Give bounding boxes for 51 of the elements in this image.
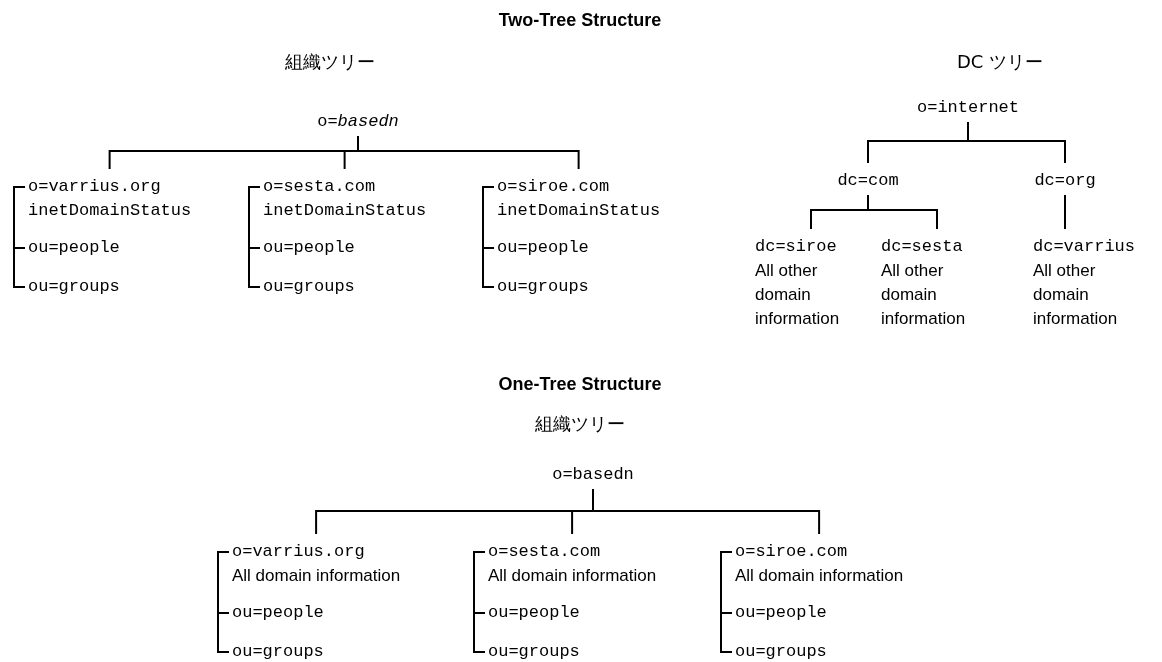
tree-connector bbox=[482, 186, 495, 288]
tree-connector bbox=[217, 551, 230, 653]
entry-label: dc=sesta bbox=[881, 236, 964, 258]
description-text: All domain information bbox=[735, 565, 904, 587]
attribute-label: inetDomainStatus bbox=[263, 200, 427, 222]
description-text: All domain information bbox=[232, 565, 401, 587]
entry-label: ou=people bbox=[263, 236, 355, 260]
entry-label: o=basedn bbox=[317, 110, 399, 134]
tree-connector bbox=[13, 186, 26, 288]
attribute-label: inetDomainStatus bbox=[28, 200, 192, 222]
tree-connector bbox=[867, 194, 938, 230]
tree-heading: 組織ツリー bbox=[285, 50, 375, 74]
tree-heading: DC ツリー bbox=[956, 50, 1044, 74]
attribute-label: inetDomainStatus bbox=[497, 200, 661, 222]
tree-connector bbox=[592, 488, 821, 535]
entry-label: o=siroe.com bbox=[735, 541, 849, 563]
description-text: All domain information bbox=[488, 565, 657, 587]
entry-label: o=varrius.org bbox=[232, 541, 366, 563]
entry-label: ou=people bbox=[735, 601, 827, 625]
description-text: All other domain information bbox=[881, 260, 967, 330]
description-text: All other domain information bbox=[1033, 260, 1119, 330]
entry-label: dc=varrius bbox=[1033, 236, 1137, 258]
entry-label: dc=com bbox=[837, 169, 899, 193]
entry-label: ou=groups bbox=[735, 640, 827, 662]
entry-label: ou=groups bbox=[488, 640, 580, 662]
tree-connector bbox=[720, 551, 733, 653]
tree-connector bbox=[967, 121, 1066, 164]
entry-label: o=internet bbox=[917, 96, 1019, 120]
section-heading: One-Tree Structure bbox=[498, 373, 662, 396]
entry-label: ou=groups bbox=[28, 275, 120, 299]
tree-connector bbox=[473, 551, 486, 653]
tree-connector bbox=[357, 135, 580, 170]
entry-label: o=basedn bbox=[552, 463, 634, 487]
entry-label: dc=siroe bbox=[755, 236, 838, 258]
tree-heading: 組織ツリー bbox=[535, 412, 625, 436]
entry-label: ou=groups bbox=[497, 275, 589, 299]
tree-connector bbox=[1064, 194, 1066, 230]
description-text: All other domain information bbox=[755, 260, 841, 330]
entry-label: o=varrius.org bbox=[28, 176, 162, 198]
diagram-title: Two-Tree Structure bbox=[498, 9, 662, 32]
entry-label: o=siroe.com bbox=[497, 176, 611, 198]
tree-connector bbox=[248, 186, 261, 288]
entry-label: ou=people bbox=[28, 236, 120, 260]
entry-label: o=sesta.com bbox=[488, 541, 602, 563]
entry-label: ou=people bbox=[232, 601, 324, 625]
entry-label: o=sesta.com bbox=[263, 176, 377, 198]
entry-label: ou=groups bbox=[232, 640, 324, 662]
entry-label: ou=people bbox=[497, 236, 589, 260]
entry-label: dc=org bbox=[1034, 169, 1096, 193]
entry-label: ou=people bbox=[488, 601, 580, 625]
entry-label: ou=groups bbox=[263, 275, 355, 299]
